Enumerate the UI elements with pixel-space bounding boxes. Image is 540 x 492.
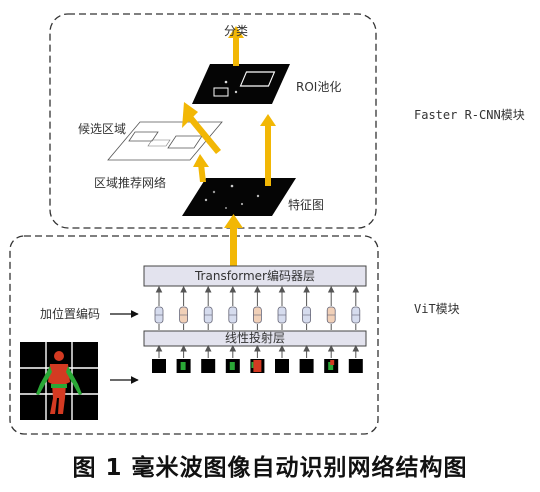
up-arrow-icon [193,154,209,182]
up-arrow-icon [228,26,244,66]
region-proposals-map [107,121,223,161]
faster-rcnn-module-label: Faster R-CNN模块 [414,108,525,122]
token-arrowhead [352,285,360,293]
token-arrowhead [327,285,335,293]
token-arrowhead [204,285,212,293]
vit-module-label: ViT模块 [414,302,460,316]
token-arrowhead [180,285,187,293]
roi-pooling-label: ROI池化 [296,80,342,94]
patch-arrowhead [352,344,360,352]
position-token [326,306,336,324]
image-patch [348,359,363,373]
image-patch [152,359,166,373]
linear-projection-label: 线性投射层 [224,331,285,345]
patch-arrowhead [155,344,163,352]
patch-arrows [155,324,360,358]
token-arrowhead [303,285,310,293]
image-patches [152,359,363,373]
patch-arrowhead [278,344,286,352]
network-diagram [9,13,379,435]
token-arrows [155,285,360,306]
rpn-label: 区域推荐网络 [94,176,167,190]
pos-encoding-label: 加位置编码 [40,307,101,321]
feature-map [182,178,296,216]
image-patch [299,359,314,373]
image-patch [324,359,339,373]
position-token [179,306,189,324]
token-arrowhead [254,285,261,293]
patch-arrowhead [327,344,335,352]
position-token [203,306,213,324]
image-patch [176,359,191,373]
patch-arrowhead [204,344,212,352]
token-arrowhead [155,285,163,293]
position-token [277,306,287,324]
position-token [252,306,262,324]
figure-caption: 图 1 毫米波图像自动识别网络结构图 [72,455,468,481]
up-arrow-icon [224,214,243,268]
image-patch [250,359,265,373]
patch-arrowhead [254,344,261,352]
roi-pooled-map [192,64,290,104]
patch-arrowhead [229,344,237,352]
body-scan-image [20,342,98,420]
position-token [302,306,312,324]
token-arrowhead [229,285,237,293]
image-patch [201,359,216,373]
token-arrowhead [278,285,286,293]
linear-projection-box [143,330,367,347]
up-arrow-icon [182,102,221,154]
transformer-encoder-box [143,265,367,287]
position-token [351,306,361,324]
patch-arrowhead [180,344,187,352]
image-patch [225,359,240,373]
vit-module-frame [9,235,379,435]
position-token [228,306,238,324]
patch-arrowhead [303,344,310,352]
position-tokens [154,306,361,324]
faster-rcnn-module-frame [49,13,377,229]
transformer-encoder-label: Transformer编码器层 [194,269,315,283]
position-token [154,306,164,324]
feature-map-label: 特征图 [288,198,325,212]
image-patch [275,359,289,373]
proposals-label: 候选区域 [78,122,127,136]
classify-label: 分类 [224,24,249,38]
up-arrow-icon [260,114,276,186]
